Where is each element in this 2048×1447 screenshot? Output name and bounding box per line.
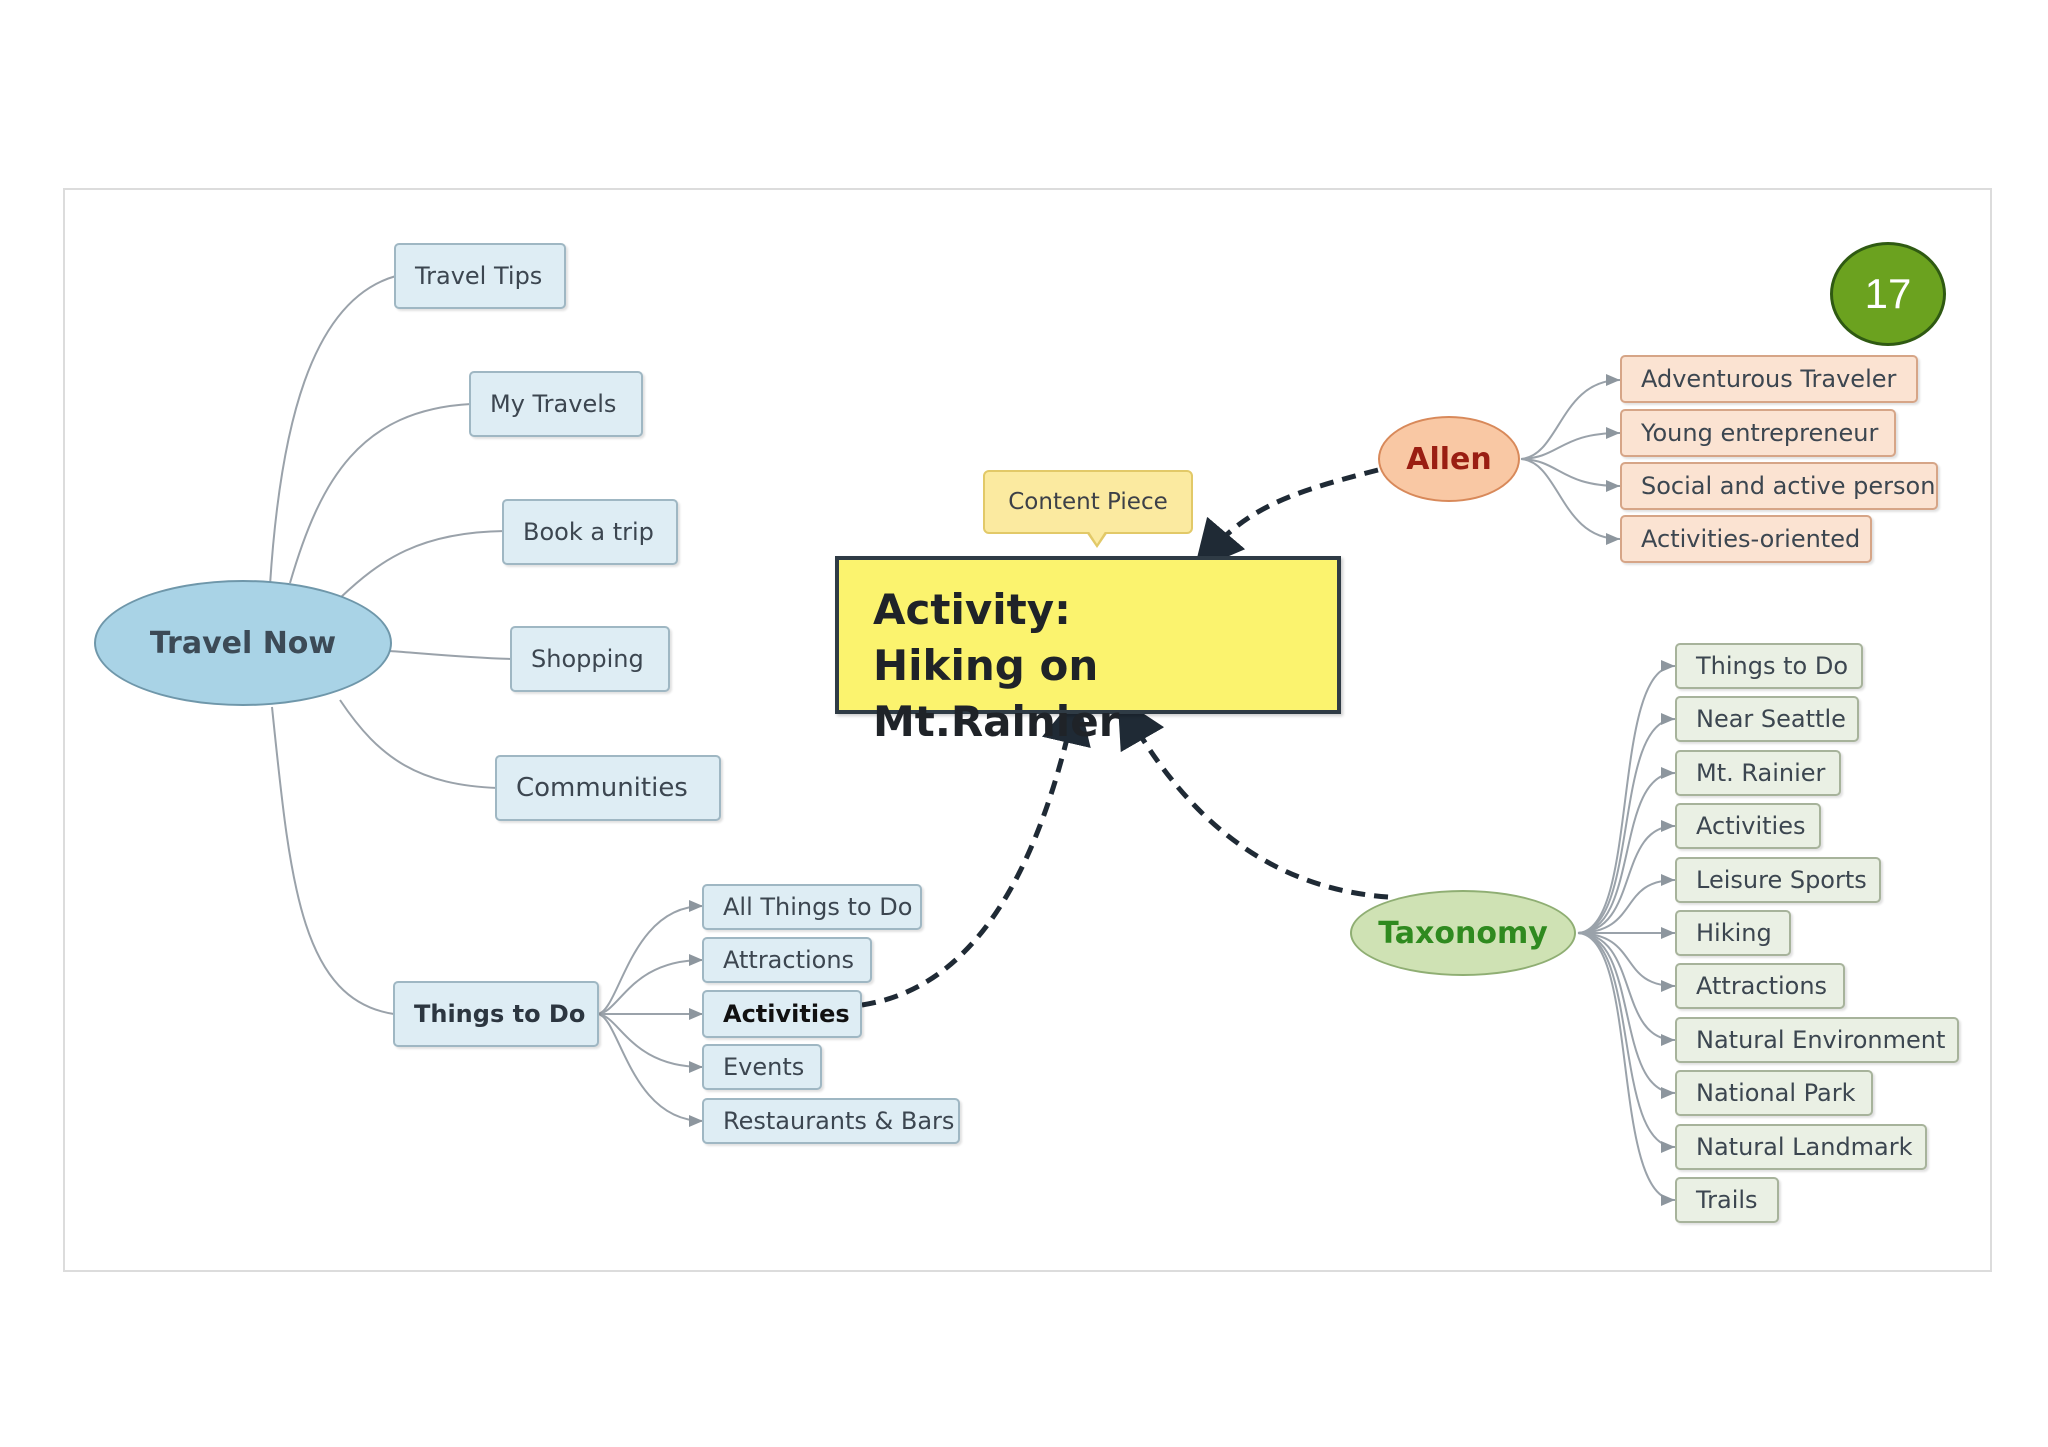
- callout-tail-fill: [1088, 530, 1106, 544]
- node-tax-natural-environment[interactable]: Natural Environment: [1675, 1017, 1959, 1063]
- content-piece-callout: Content Piece: [983, 470, 1193, 534]
- node-activities[interactable]: Activities: [702, 990, 862, 1038]
- node-tax-national-park[interactable]: National Park: [1675, 1070, 1873, 1116]
- node-tax-near-seattle[interactable]: Near Seattle: [1675, 696, 1859, 742]
- node-attractions[interactable]: Attractions: [702, 937, 872, 983]
- node-adventurous-traveler[interactable]: Adventurous Traveler: [1620, 355, 1918, 403]
- slide-number: 17: [1864, 270, 1912, 317]
- central-topic[interactable]: Activity: Hiking on Mt.Rainier: [835, 556, 1341, 746]
- node-tax-mt-rainier[interactable]: Mt. Rainier: [1675, 750, 1841, 796]
- node-my-travels[interactable]: My Travels: [469, 371, 643, 437]
- node-communities[interactable]: Communities: [495, 755, 721, 821]
- node-tax-attractions[interactable]: Attractions: [1675, 963, 1845, 1009]
- node-tax-natural-landmark[interactable]: Natural Landmark: [1675, 1124, 1927, 1170]
- node-tax-activities[interactable]: Activities: [1675, 803, 1821, 849]
- taxonomy-label: Taxonomy: [1378, 915, 1548, 951]
- travel-now-topic[interactable]: Travel Now: [94, 580, 392, 706]
- taxonomy-topic[interactable]: Taxonomy: [1350, 890, 1576, 976]
- node-activities-oriented[interactable]: Activities-oriented: [1620, 515, 1872, 563]
- slide-number-badge: 17: [1830, 242, 1946, 346]
- node-travel-tips[interactable]: Travel Tips: [394, 243, 566, 309]
- node-events[interactable]: Events: [702, 1044, 822, 1090]
- central-title-line1: Activity:: [873, 585, 1071, 634]
- node-restaurants-bars[interactable]: Restaurants & Bars: [702, 1098, 960, 1144]
- allen-topic[interactable]: Allen: [1378, 416, 1520, 502]
- node-tax-leisure-sports[interactable]: Leisure Sports: [1675, 857, 1881, 903]
- travel-now-label: Travel Now: [149, 625, 337, 661]
- node-all-things-to-do[interactable]: All Things to Do: [702, 884, 922, 930]
- allen-label: Allen: [1406, 441, 1492, 477]
- node-young-entrepreneur[interactable]: Young entrepreneur: [1620, 409, 1896, 457]
- node-tax-things-to-do[interactable]: Things to Do: [1675, 643, 1863, 689]
- node-tax-trails[interactable]: Trails: [1675, 1177, 1779, 1223]
- node-social-active-person[interactable]: Social and active person: [1620, 462, 1938, 510]
- node-shopping[interactable]: Shopping: [510, 626, 670, 692]
- central-title-line2: Hiking on Mt.Rainier: [873, 641, 1120, 746]
- node-things-to-do[interactable]: Things to Do: [393, 981, 599, 1047]
- node-book-a-trip[interactable]: Book a trip: [502, 499, 678, 565]
- node-tax-hiking[interactable]: Hiking: [1675, 910, 1791, 956]
